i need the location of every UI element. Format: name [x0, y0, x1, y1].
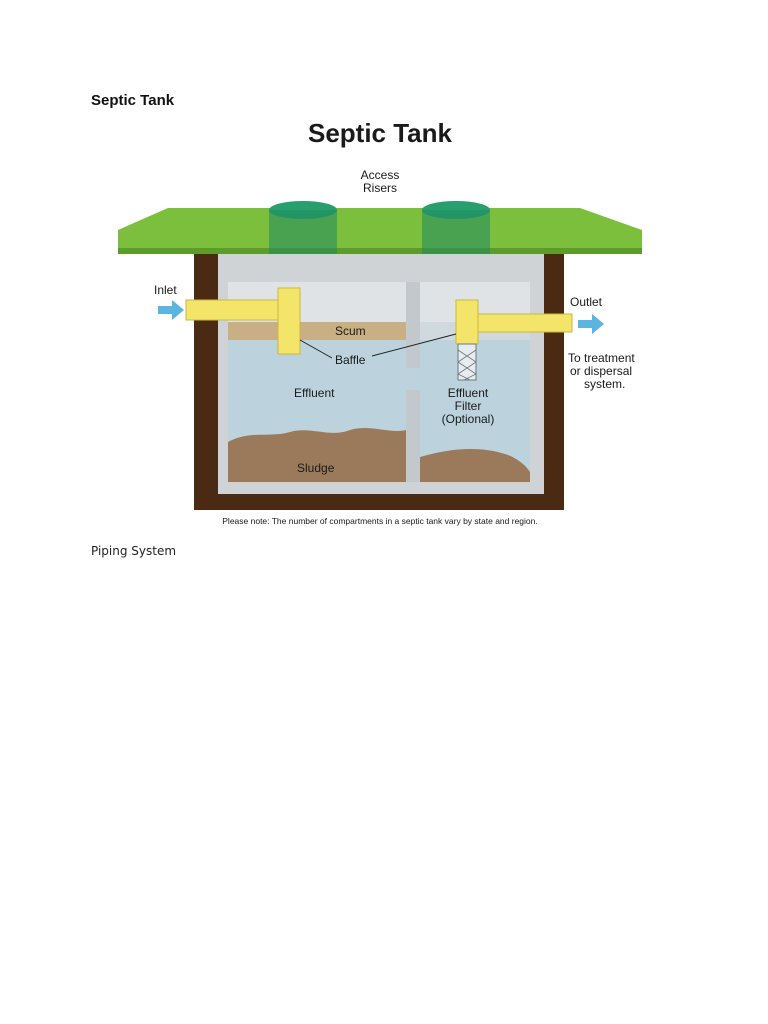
scum-label: Scum	[335, 324, 366, 338]
destination-label-line2: or dispersal	[570, 364, 632, 378]
outlet-arrow-icon	[578, 314, 604, 334]
inlet-baffle-tee	[277, 287, 301, 355]
divider-opening	[400, 368, 426, 390]
grass	[118, 208, 642, 254]
grass-edge	[118, 248, 642, 254]
diagram-note: Please note: The number of compartments …	[222, 516, 537, 526]
access-riser-left	[269, 210, 337, 254]
effluent-filter	[457, 343, 477, 381]
effluent-filter-mesh	[457, 349, 477, 381]
baffle-label: Baffle	[335, 353, 366, 367]
left-compartment-sludge	[228, 428, 406, 482]
diagram-title: Septic Tank	[308, 118, 453, 148]
left-compartment-scum	[228, 322, 406, 340]
baffle-leader-left	[299, 339, 333, 359]
septic-tank-diagram: Septic Tank Access Risers Inlet Outlet S…	[110, 112, 650, 532]
sludge-label: Sludge	[297, 461, 335, 475]
baffle-leader-right	[371, 333, 457, 357]
next-section-heading: Piping System	[91, 544, 177, 558]
outlet-label: Outlet	[570, 295, 603, 309]
access-riser-right	[422, 210, 490, 254]
section-heading: Septic Tank	[91, 92, 175, 109]
inlet-label: Inlet	[154, 283, 177, 297]
destination-label-line1: To treatment	[568, 351, 635, 365]
outlet-baffle-tee	[455, 299, 479, 345]
right-compartment-sludge	[420, 448, 530, 482]
destination-label-line3: system.	[584, 377, 625, 391]
effluent-filter-label-line2: Filter	[455, 399, 482, 413]
access-risers-label-line2: Risers	[363, 181, 397, 195]
effluent-filter-label-line3: (Optional)	[442, 412, 495, 426]
access-risers-label-line1: Access	[361, 168, 400, 182]
outlet-pipe	[469, 313, 573, 333]
inlet-arrow-icon	[158, 300, 184, 320]
effluent-label: Effluent	[294, 386, 335, 400]
effluent-filter-label-line1: Effluent	[448, 386, 489, 400]
inlet-pipe	[185, 299, 291, 321]
